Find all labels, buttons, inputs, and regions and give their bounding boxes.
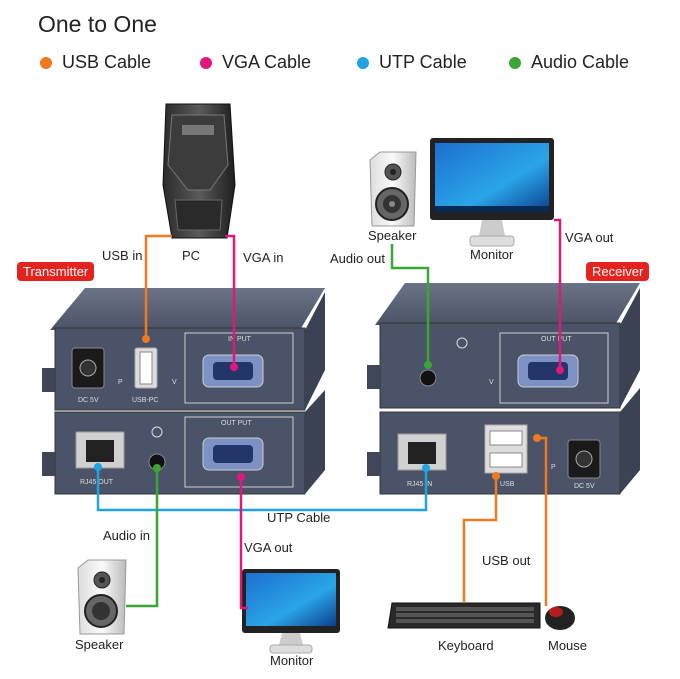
legend-vga-label: VGA Cable: [222, 52, 312, 72]
rx-dc5v-label: DC 5V: [574, 483, 595, 490]
legend-usb: USB Cable: [40, 52, 151, 73]
legend-vga-dot: [200, 56, 212, 69]
rx-output-label: OUT PUT: [541, 336, 572, 343]
legend-vga: VGA Cable: [200, 52, 311, 73]
audio-out-label: Audio out: [330, 251, 385, 266]
vga-in-label: VGA in: [243, 250, 284, 265]
speaker-bottom-icon: [77, 559, 127, 635]
transmitter-device: DC 5V P V USB-PC IN PUT RJ45 OUT OUT PUT: [42, 288, 325, 495]
keyboard-icon: [387, 602, 541, 629]
speaker-top-label: Speaker: [368, 228, 417, 243]
tx-dc5v-label: DC 5V: [78, 397, 99, 404]
monitor-bottom-label: Monitor: [270, 653, 314, 668]
speaker-bottom-label: Speaker: [75, 637, 124, 652]
tx-usb-pc-label: USB-PC: [132, 397, 158, 404]
legend-usb-label: USB Cable: [62, 52, 152, 72]
monitor-bottom-icon: [242, 569, 340, 654]
speaker-top-icon: [369, 151, 417, 227]
keyboard-label: Keyboard: [438, 638, 494, 653]
rx-rj45-in-label: RJ45 IN: [407, 481, 432, 488]
legend-utp-dot: [357, 56, 369, 69]
receiver-device: V OUT PUT RJ45 IN USB P DC 5V: [367, 283, 640, 495]
mouse-label: Mouse: [548, 638, 588, 653]
pc-tower-icon: [162, 103, 236, 239]
legend-utp: UTP Cable: [357, 52, 467, 73]
vga-out-top-label: VGA out: [565, 230, 614, 245]
transmitter-badge: Transmitter: [17, 262, 95, 281]
pc-label: PC: [182, 248, 201, 263]
rx-p-label: P: [551, 464, 556, 471]
tx-output-label: OUT PUT: [221, 420, 252, 427]
legend-audio-label: Audio Cable: [531, 52, 630, 72]
usb-in-label: USB in: [102, 248, 143, 263]
legend-usb-dot: [40, 56, 52, 69]
audio-in-label: Audio in: [103, 528, 150, 543]
usb-out-label: USB out: [482, 553, 531, 568]
tx-v-label: V: [172, 379, 177, 386]
monitor-top-icon: [430, 138, 554, 247]
tx-input-label: IN PUT: [228, 336, 252, 343]
utp-cable-label: UTP Cable: [267, 510, 331, 525]
vga-out-bottom-label: VGA out: [244, 540, 293, 555]
legend-utp-label: UTP Cable: [379, 52, 467, 72]
monitor-top-label: Monitor: [470, 247, 514, 262]
diagram-title: One to One: [38, 11, 157, 37]
tx-p-label: P: [118, 379, 123, 386]
rx-v-label: V: [489, 379, 494, 386]
mouse-icon: [545, 606, 575, 630]
legend-audio: Audio Cable: [509, 52, 629, 73]
legend-audio-dot: [509, 56, 521, 69]
receiver-badge: Receiver: [586, 262, 650, 281]
cable-lines: [94, 218, 564, 610]
rx-usb-label: USB: [500, 481, 515, 488]
